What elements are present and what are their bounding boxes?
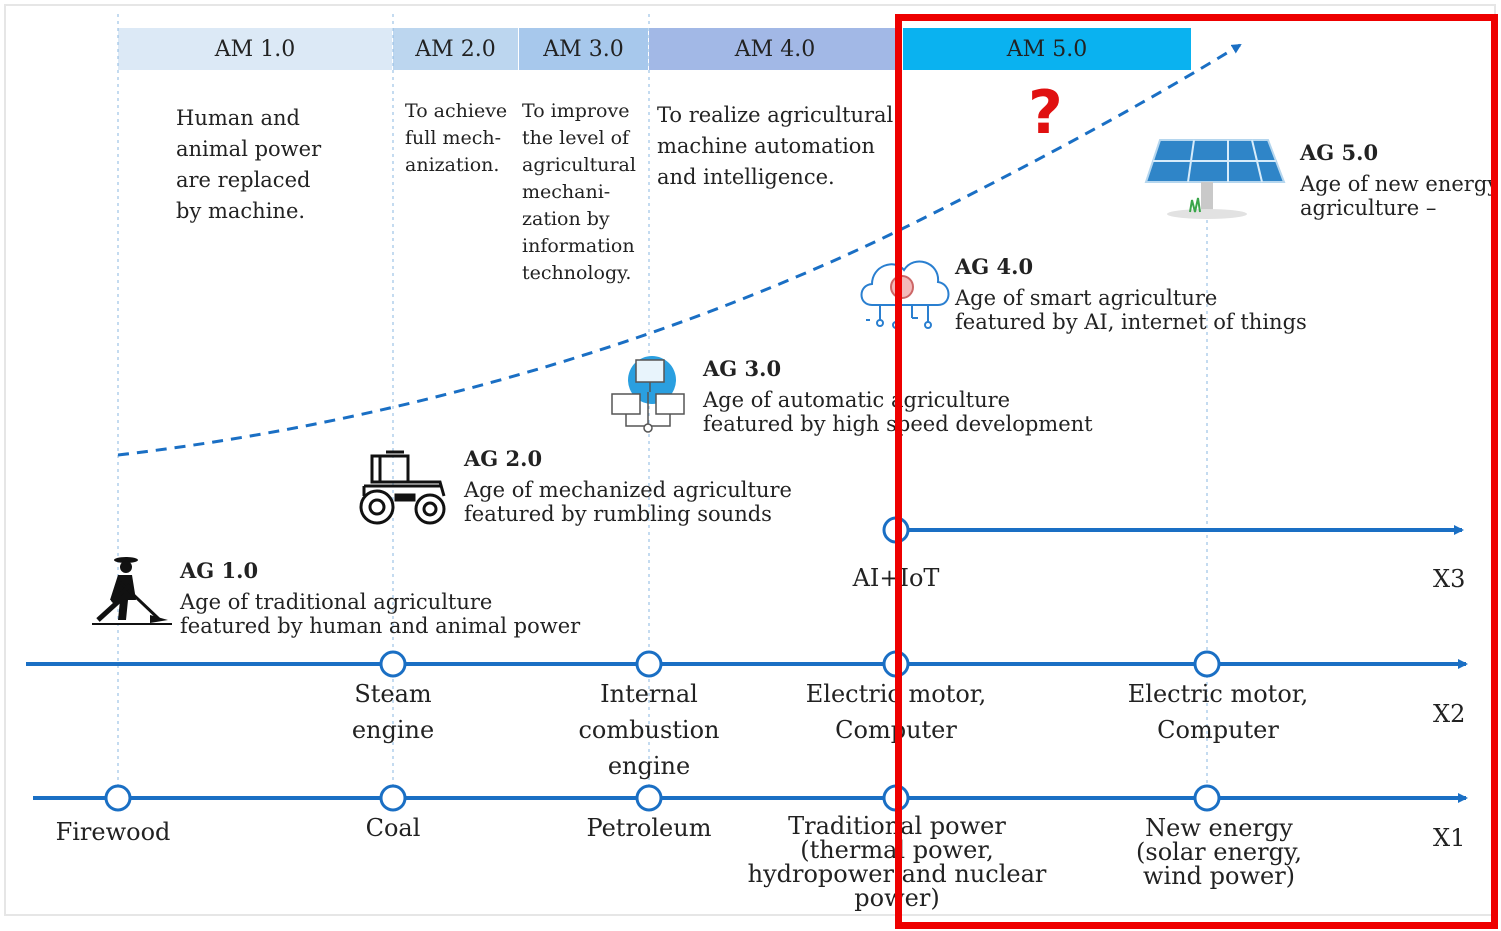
x2-node-label-4: Electric motor, Computer <box>1108 676 1328 748</box>
x1-node-label-3: Petroleum <box>569 816 729 840</box>
phase-label-am5: AM 5.0 <box>1006 36 1088 62</box>
x2-label-line: combustion <box>578 716 720 744</box>
x2-label-line: Internal <box>600 680 698 708</box>
ag5-text: Age of new energy agriculture – <box>1300 172 1495 220</box>
question-mark: ? <box>1028 78 1063 148</box>
am3-line: zation by <box>522 208 610 230</box>
am1-line: Human and <box>176 106 300 130</box>
x1-label-line: New energy <box>1145 814 1293 842</box>
ag1-line: Age of traditional agriculture <box>180 590 493 614</box>
am4-description: To realize agricultural machine automati… <box>657 100 897 193</box>
am2-line: full mech- <box>405 127 502 149</box>
axis-x2-label: X2 <box>1433 700 1466 728</box>
phase-bar-am2: AM 2.0 <box>393 28 518 70</box>
am4-line: machine automation <box>657 134 875 158</box>
phase-bar-am5: AM 5.0 <box>903 28 1191 70</box>
x2-label-line: Steam <box>354 680 432 708</box>
phase-label-am4: AM 4.0 <box>734 36 816 62</box>
x2-node-2 <box>635 650 663 678</box>
am3-line: technology. <box>522 262 632 284</box>
x2-label-line: engine <box>351 716 435 744</box>
phase-label-am2: AM 2.0 <box>415 36 496 62</box>
am2-line: anization. <box>405 154 500 176</box>
x2-label-line: Computer <box>1157 716 1279 744</box>
am1-line: animal power <box>176 137 322 161</box>
x1-node-5 <box>1193 784 1221 812</box>
x1-label-line: (solar energy, <box>1136 838 1302 866</box>
ag4-line: featured by AI, internet of things <box>955 310 1307 334</box>
x1-label-line: wind power) <box>1142 862 1296 890</box>
phase-label-am3: AM 3.0 <box>543 36 624 62</box>
x1-label-line: Petroleum <box>586 814 712 842</box>
am1-line: are replaced <box>176 168 311 192</box>
am1-line: by machine. <box>176 199 306 223</box>
ag4-line: Age of smart agriculture <box>955 286 1218 310</box>
am2-line: To achieve <box>405 100 508 122</box>
x1-label-line: Coal <box>365 814 421 842</box>
axis-x3-label: X3 <box>1433 565 1466 593</box>
x1-node-label-5: New energy (solar energy, wind power) <box>1114 816 1324 888</box>
x1-node-2 <box>379 784 407 812</box>
x2-label-line: Electric motor, <box>1127 680 1309 708</box>
ag4-text: Age of smart agriculture featured by AI,… <box>955 286 1307 334</box>
am3-line: the level of <box>522 127 630 149</box>
ag5-title: AG 5.0 <box>1300 140 1379 165</box>
development-trend-arrow <box>117 43 1242 457</box>
ag2-line: featured by rumbling sounds <box>464 502 772 526</box>
x2-node-1 <box>379 650 407 678</box>
x2-node-4 <box>1193 650 1221 678</box>
ag1-title: AG 1.0 <box>180 558 259 583</box>
ag3-line: Age of automatic agriculture <box>703 388 1011 412</box>
am4-line: and intelligence. <box>657 165 835 189</box>
am3-line: agricultural <box>522 154 636 176</box>
am3-line: To improve <box>522 100 630 122</box>
ag5-line: Age of new energy <box>1300 172 1495 196</box>
x2-label-line: engine <box>607 752 691 780</box>
network-icon <box>611 356 685 433</box>
axis-nodes <box>104 516 1221 812</box>
axis-x1-label: X1 <box>1433 824 1466 852</box>
highlight-box <box>895 14 1498 929</box>
phase-bar-am3: AM 3.0 <box>519 28 648 70</box>
x1-label-line: Firewood <box>55 818 171 846</box>
ag4-title: AG 4.0 <box>955 254 1034 279</box>
solar-panel-icon <box>1144 139 1286 219</box>
am1-description: Human and animal power are replaced by m… <box>176 103 329 227</box>
ag3-title: AG 3.0 <box>703 356 782 381</box>
tractor-icon <box>359 450 446 525</box>
x1-node-1 <box>104 784 132 812</box>
am4-line: To realize agricultural <box>657 103 894 127</box>
ag1-line: featured by human and animal power <box>180 614 581 638</box>
am3-line: mechani- <box>522 181 611 203</box>
x2-node-label-2: Internal combustion engine <box>564 676 734 784</box>
ag2-title: AG 2.0 <box>464 446 543 471</box>
am2-description: To achieve full mech- anization. <box>405 98 510 179</box>
phase-bar-am1: AM 1.0 <box>118 28 392 70</box>
x2-node-label-1: Steam engine <box>313 676 473 748</box>
x1-node-label-1: Firewood <box>38 820 188 844</box>
x1-node-3 <box>635 784 663 812</box>
phase-bar-am4: AM 4.0 <box>649 28 901 70</box>
x1-node-label-2: Coal <box>333 816 453 840</box>
am3-line: information <box>522 235 635 257</box>
ag5-line: agriculture – <box>1300 196 1437 220</box>
am3-description: To improve the level of agricultural mec… <box>522 98 640 287</box>
ag3-text: Age of automatic agriculture featured by… <box>703 388 1093 436</box>
ag1-text: Age of traditional agriculture featured … <box>180 590 580 638</box>
phase-label-am1: AM 1.0 <box>214 36 296 62</box>
ag2-text: Age of mechanized agriculture featured b… <box>464 478 792 526</box>
farmer-icon <box>92 557 172 625</box>
ag2-line: Age of mechanized agriculture <box>464 478 792 502</box>
